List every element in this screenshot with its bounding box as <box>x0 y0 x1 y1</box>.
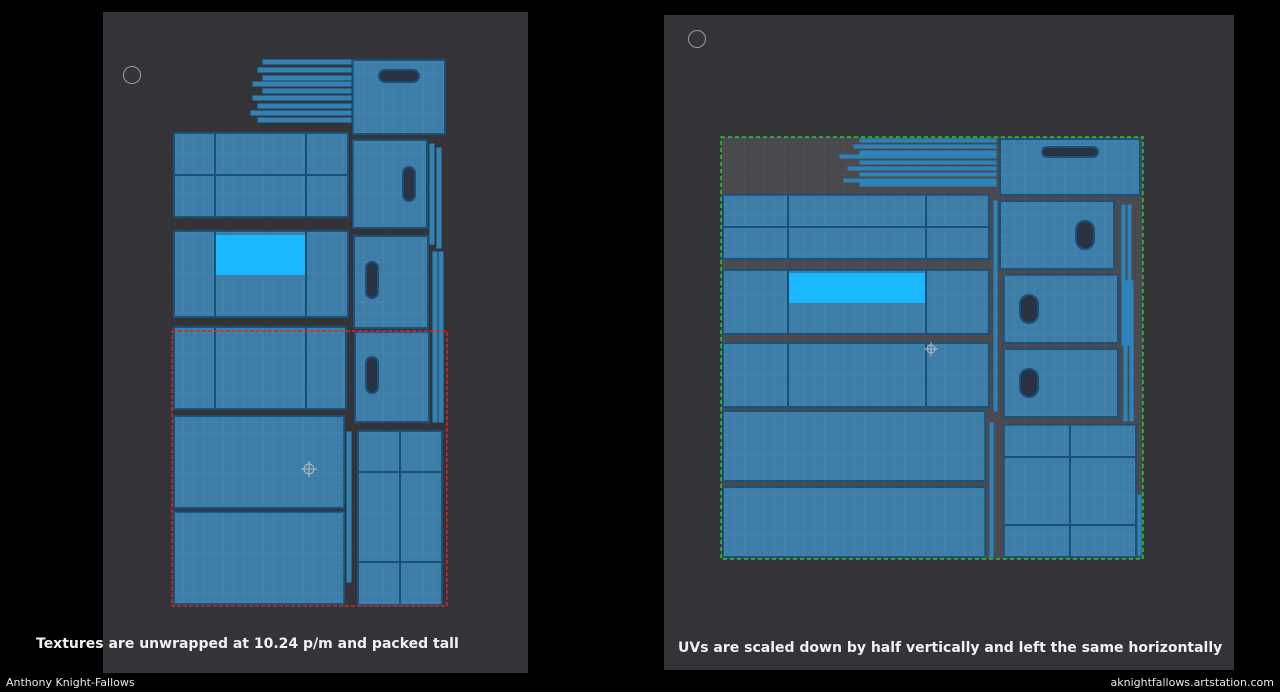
uv-island <box>999 138 1141 196</box>
origin-circle-icon <box>123 66 141 84</box>
left-caption: Textures are unwrapped at 10.24 p/m and … <box>36 636 459 652</box>
selection-box <box>171 330 448 607</box>
uv-island <box>722 410 986 482</box>
uv-island <box>352 139 428 229</box>
uv-strip-group <box>839 138 997 187</box>
uv-island <box>722 486 986 558</box>
right-caption: UVs are scaled down by half vertically a… <box>678 640 1223 656</box>
uv-strip-group <box>250 59 352 123</box>
uv-island <box>173 132 349 218</box>
uv-island <box>357 430 443 606</box>
uv-island <box>1003 348 1119 418</box>
uv-strip-group <box>989 200 1142 558</box>
selected-face <box>216 235 305 275</box>
uv-editor-panel-tall <box>103 12 528 673</box>
site-credit: aknightfallows.artstation.com <box>1110 676 1274 689</box>
uv-island <box>173 415 345 509</box>
uv-island <box>1003 274 1119 344</box>
uv-island <box>352 59 446 135</box>
uv-island <box>173 511 345 605</box>
uv-island <box>722 194 990 260</box>
pivot-crosshair-icon <box>924 342 938 356</box>
uv-editor-panel-scaled <box>664 15 1234 670</box>
uv-island <box>173 326 347 410</box>
uv-bounds-box <box>720 136 1144 560</box>
uv-island <box>173 230 349 318</box>
uv-island <box>353 235 429 329</box>
selected-face <box>789 273 925 303</box>
origin-circle-icon <box>688 30 706 48</box>
uv-layout-scaled <box>720 136 1144 560</box>
uv-island <box>722 342 990 408</box>
uv-island <box>354 331 430 423</box>
pivot-crosshair-icon <box>301 461 317 477</box>
uv-island <box>1003 424 1137 558</box>
uv-island <box>722 269 990 335</box>
uv-strip-group <box>346 143 444 583</box>
author-credit: Anthony Knight-Fallows <box>6 676 135 689</box>
uv-layout-tall <box>171 59 448 607</box>
uv-island <box>999 200 1115 270</box>
